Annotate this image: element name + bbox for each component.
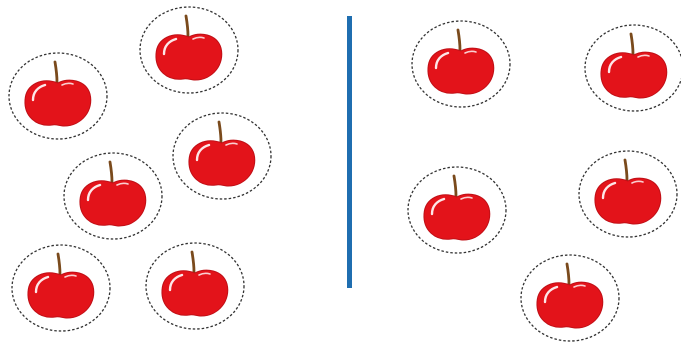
apple-badge xyxy=(409,18,513,110)
apple-stem xyxy=(454,176,456,196)
right-apple-4 xyxy=(576,148,680,240)
right-apple-2 xyxy=(582,22,681,114)
left-apple-2 xyxy=(137,4,241,96)
apple-badge xyxy=(137,4,241,96)
right-apple-5 xyxy=(518,252,622,344)
apple-body xyxy=(537,282,603,328)
apple-body xyxy=(25,80,91,126)
left-apple-3 xyxy=(170,110,274,202)
apple-body xyxy=(156,34,222,80)
apple-icon xyxy=(424,176,490,240)
right-apple-3 xyxy=(405,164,509,256)
left-apple-6 xyxy=(143,240,247,332)
apple-icon xyxy=(537,264,603,328)
apple-icon xyxy=(428,30,494,94)
apple-stem xyxy=(458,30,460,50)
apple-body xyxy=(162,270,228,316)
apple-badge xyxy=(143,240,247,332)
apple-badge xyxy=(61,150,165,242)
apple-stem xyxy=(631,34,633,54)
apple-body xyxy=(424,194,490,240)
apple-badge xyxy=(9,242,113,334)
apple-icon xyxy=(25,62,91,126)
apple-stem xyxy=(192,252,194,272)
apple-body xyxy=(80,180,146,226)
apple-stem xyxy=(55,62,57,82)
apple-stem xyxy=(110,162,112,182)
apple-icon xyxy=(162,252,228,316)
apple-badge xyxy=(576,148,680,240)
apple-badge xyxy=(582,22,681,114)
apple-stem xyxy=(567,264,569,284)
vertical-divider xyxy=(347,16,352,288)
apple-icon xyxy=(80,162,146,226)
apple-icon xyxy=(601,34,667,98)
apple-body xyxy=(189,140,255,186)
apple-icon xyxy=(156,16,222,80)
left-apple-5 xyxy=(9,242,113,334)
apple-body xyxy=(601,52,667,98)
apple-badge xyxy=(518,252,622,344)
apple-badge xyxy=(405,164,509,256)
apple-icon xyxy=(28,254,94,318)
apple-stem xyxy=(58,254,60,274)
apple-icon xyxy=(189,122,255,186)
apple-badge xyxy=(6,50,110,142)
left-apple-4 xyxy=(61,150,165,242)
left-apple-1 xyxy=(6,50,110,142)
apple-body xyxy=(28,272,94,318)
apple-body xyxy=(595,178,661,224)
apple-stem xyxy=(186,16,188,36)
right-apple-1 xyxy=(409,18,513,110)
apple-badge xyxy=(170,110,274,202)
apple-body xyxy=(428,48,494,94)
apple-icon xyxy=(595,160,661,224)
apple-stem xyxy=(625,160,627,180)
apple-stem xyxy=(219,122,221,142)
